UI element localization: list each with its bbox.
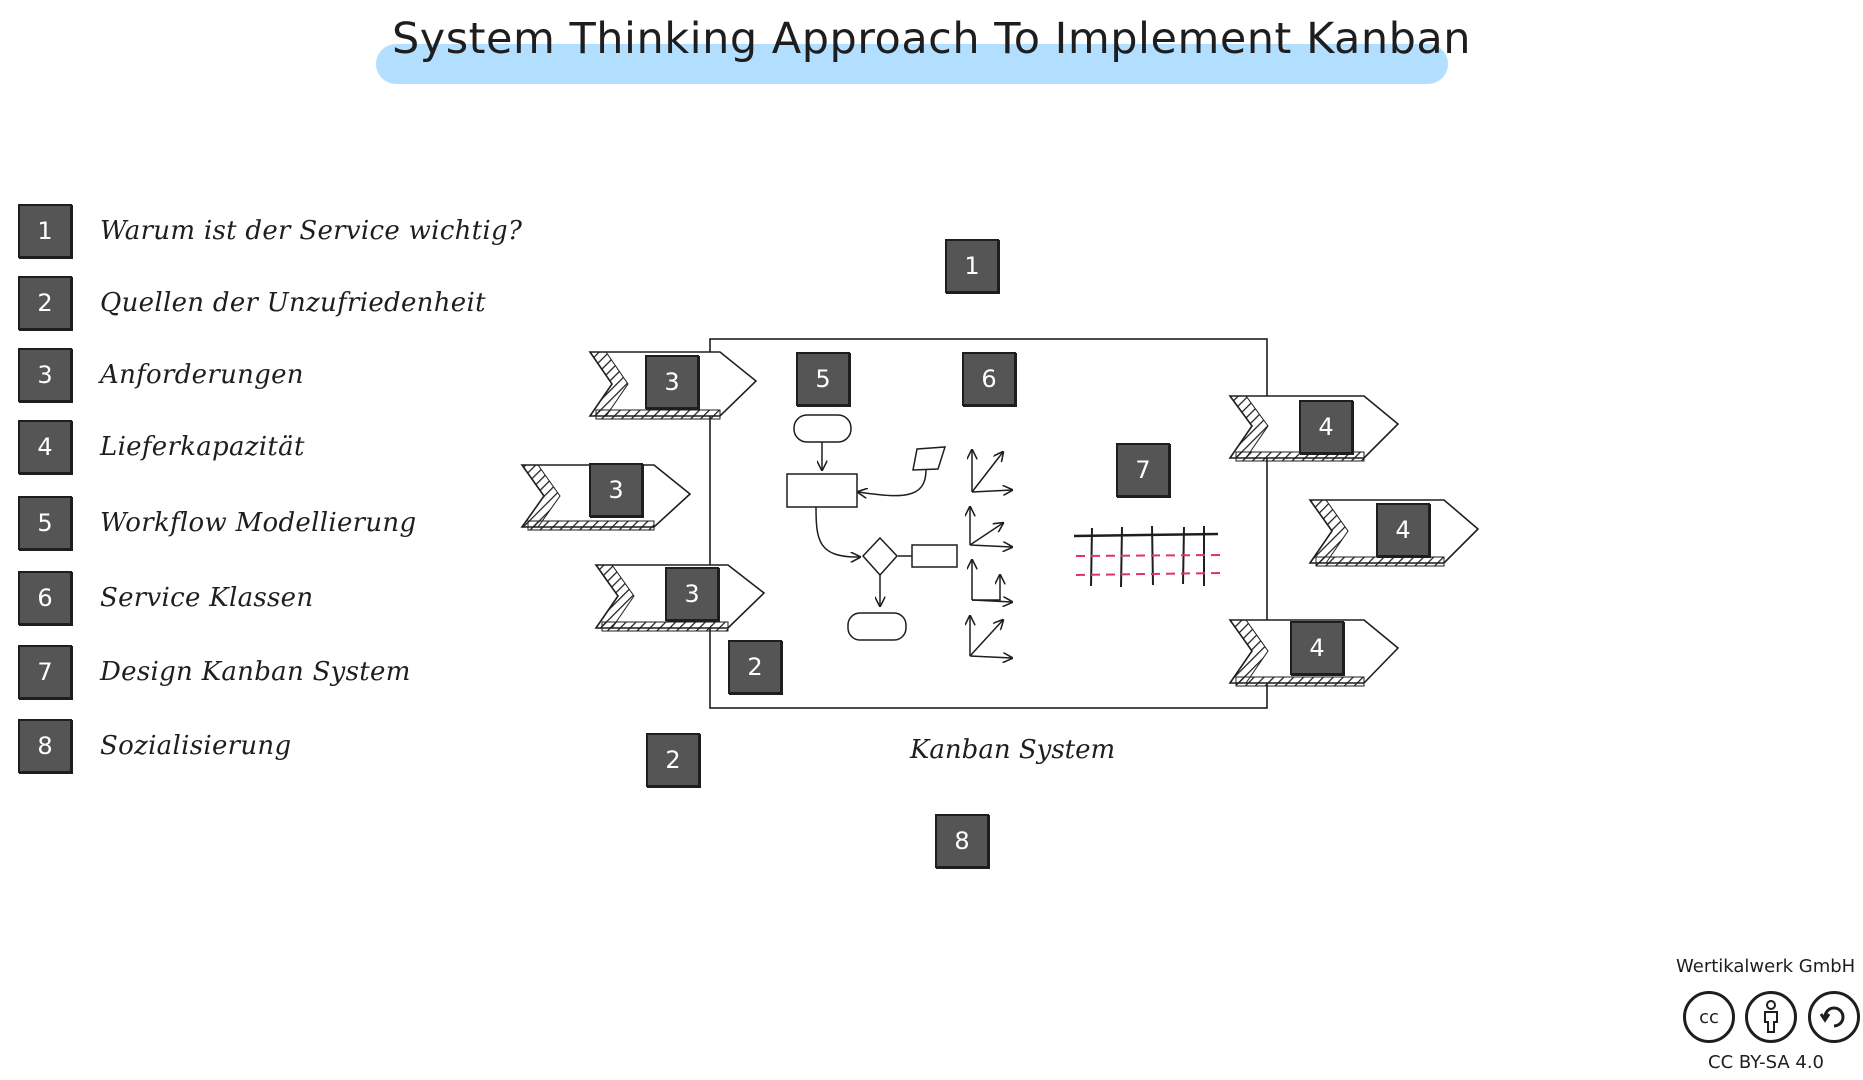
- marker-7: 7: [1116, 443, 1170, 497]
- legend-label: Quellen der Unzufriedenheit: [100, 288, 486, 318]
- share-alike-icon: [1808, 991, 1860, 1043]
- legend-item-5: 5 Workflow Modellierung: [18, 495, 416, 551]
- license-label: CC BY-SA 4.0: [1708, 1052, 1824, 1073]
- legend-label: Service Klassen: [100, 583, 314, 613]
- marker-2-inside: 2: [728, 640, 782, 694]
- kanban-system-box: [709, 338, 1268, 709]
- marker-3-input-2: 3: [589, 463, 643, 517]
- legend-label: Workflow Modellierung: [100, 508, 417, 538]
- legend-item-1: 1 Warum ist der Service wichtig?: [18, 203, 522, 259]
- legend-badge: 3: [18, 348, 72, 402]
- legend-item-8: 8 Sozialisierung: [18, 718, 291, 774]
- legend-badge: 5: [18, 496, 72, 550]
- marker-1: 1: [945, 239, 999, 293]
- marker-5: 5: [796, 352, 850, 406]
- legend-label: Lieferkapazität: [100, 432, 305, 462]
- page-title: System Thinking Approach To Implement Ka…: [391, 14, 1472, 64]
- legend-badge: 8: [18, 719, 72, 773]
- legend-badge: 4: [18, 420, 72, 474]
- circular-arrow-icon: [1819, 1006, 1845, 1028]
- legend-badge: 7: [18, 645, 72, 699]
- legend-badge: 6: [18, 571, 72, 625]
- marker-6: 6: [962, 352, 1016, 406]
- person-icon: [1764, 1000, 1778, 1033]
- attribution-icon: [1745, 991, 1797, 1043]
- legend-item-2: 2 Quellen der Unzufriedenheit: [18, 275, 486, 331]
- marker-8: 8: [935, 814, 989, 868]
- legend-item-7: 7 Design Kanban System: [18, 644, 411, 700]
- marker-3-input-3: 3: [665, 567, 719, 621]
- cc-icon: cc: [1683, 991, 1735, 1043]
- company-name: Wertikalwerk GmbH: [1676, 956, 1856, 977]
- legend-item-3: 3 Anforderungen: [18, 347, 304, 403]
- marker-4-output-2: 4: [1376, 503, 1430, 557]
- legend-label: Anforderungen: [100, 360, 304, 390]
- marker-4-output-1: 4: [1299, 400, 1353, 454]
- title-highlight: [376, 44, 1448, 84]
- kanban-board-sketch: [1073, 525, 1221, 588]
- legend-item-4: 4 Lieferkapazität: [18, 419, 305, 475]
- kanban-system-label: Kanban System: [910, 735, 1116, 765]
- marker-2-outside: 2: [646, 733, 700, 787]
- marker-3-input-1: 3: [645, 355, 699, 409]
- legend-label: Warum ist der Service wichtig?: [100, 216, 523, 246]
- legend-item-6: 6 Service Klassen: [18, 570, 313, 626]
- legend-label: Design Kanban System: [100, 657, 411, 687]
- legend-label: Sozialisierung: [100, 731, 292, 761]
- service-classes-sketch: [970, 450, 1012, 658]
- marker-4-output-3: 4: [1290, 621, 1344, 675]
- legend-badge: 1: [18, 204, 72, 258]
- workflow-sketch: [786, 414, 958, 641]
- legend-badge: 2: [18, 276, 72, 330]
